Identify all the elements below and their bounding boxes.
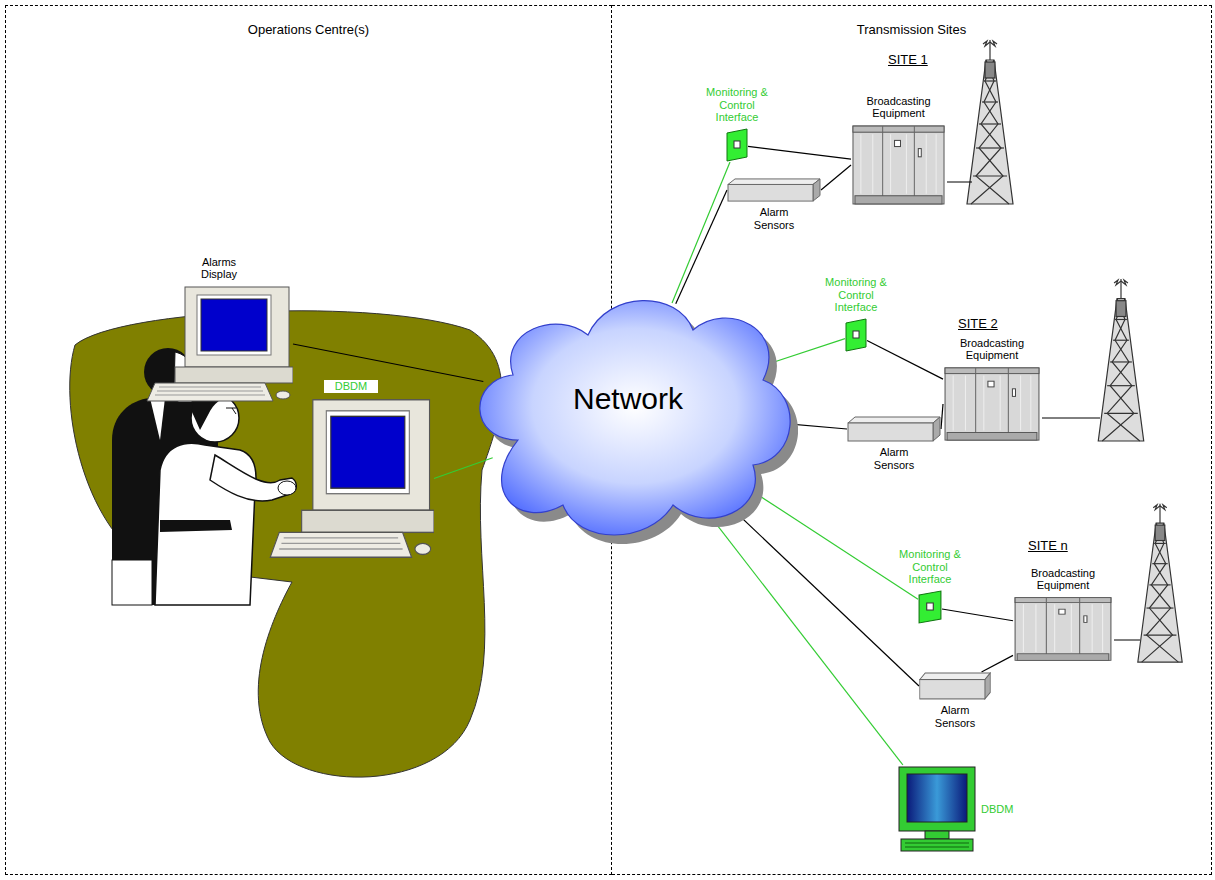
node-label: Monitoring & Control Interface	[819, 276, 893, 314]
link-line	[293, 344, 483, 381]
tower	[1138, 504, 1182, 662]
site-label: SITE 2	[958, 316, 998, 331]
node-label: DBDM	[324, 380, 378, 393]
link-line	[676, 190, 727, 304]
link-line	[821, 165, 851, 190]
node-label: Broadcasting Equipment	[1021, 567, 1105, 592]
interface-box: Monitoring & Control Interface	[726, 128, 748, 162]
node-label: Network	[573, 382, 683, 417]
interface-box: Monitoring & Control Interface	[918, 590, 942, 624]
mci-icon	[845, 318, 867, 352]
feeder-line	[947, 182, 1140, 640]
sensor-icon	[919, 672, 991, 700]
link-line	[703, 507, 903, 765]
link-line	[434, 458, 493, 479]
site-label: SITE 1	[888, 52, 928, 67]
monitor-icon	[145, 285, 293, 403]
link-line	[672, 162, 730, 303]
region-heading: Operations Centre(s)	[6, 22, 611, 37]
region-heading: Transmission Sites	[612, 22, 1211, 37]
monitor-icon	[268, 397, 434, 560]
link-line	[765, 339, 845, 365]
node-label: Alarm Sensors	[864, 446, 924, 471]
interface-box: Monitoring & Control Interface	[845, 318, 867, 352]
link-line	[867, 341, 943, 380]
monitor-node: DBDM	[897, 765, 977, 853]
mci-icon	[918, 590, 942, 624]
monitor-node: Alarms Display	[145, 285, 293, 403]
node-label: Monitoring & Control Interface	[700, 86, 774, 124]
equipment-rack: Broadcasting Equipment	[1013, 596, 1113, 662]
equipment-rack: Broadcasting Equipment	[943, 366, 1041, 442]
desk	[70, 311, 502, 777]
site-label: SITE n	[1028, 538, 1068, 553]
tower	[967, 40, 1013, 204]
node-label: Alarms Display	[184, 256, 254, 281]
node-label: Broadcasting Equipment	[950, 337, 1034, 362]
operator-figure	[155, 390, 296, 605]
equip-icon	[1013, 596, 1113, 662]
link-line	[982, 655, 1013, 672]
tower	[1098, 279, 1143, 441]
node-label: Alarm Sensors	[744, 206, 804, 231]
network-cloud: Network	[458, 270, 798, 550]
link-line	[942, 609, 1013, 621]
monitor2-icon	[897, 765, 977, 853]
equip-icon	[943, 366, 1041, 442]
sensor-box: Alarm Sensors	[847, 416, 941, 442]
node-label: Alarm Sensors	[925, 704, 985, 729]
link-line	[748, 146, 851, 159]
sensor-box: Alarm Sensors	[727, 178, 821, 202]
sensor-icon	[847, 416, 941, 442]
link-line	[941, 404, 943, 429]
node-label: DBDM	[981, 803, 1013, 816]
equipment-rack: Broadcasting Equipment	[851, 124, 946, 206]
sensor-box: Alarm Sensors	[919, 672, 991, 700]
equip-icon	[851, 124, 946, 206]
node-label: Broadcasting Equipment	[857, 95, 941, 120]
monitor-node: DBDM	[268, 397, 434, 560]
sensor-icon	[727, 178, 821, 202]
node-label: Monitoring & Control Interface	[893, 548, 967, 586]
mci-icon	[726, 128, 748, 162]
